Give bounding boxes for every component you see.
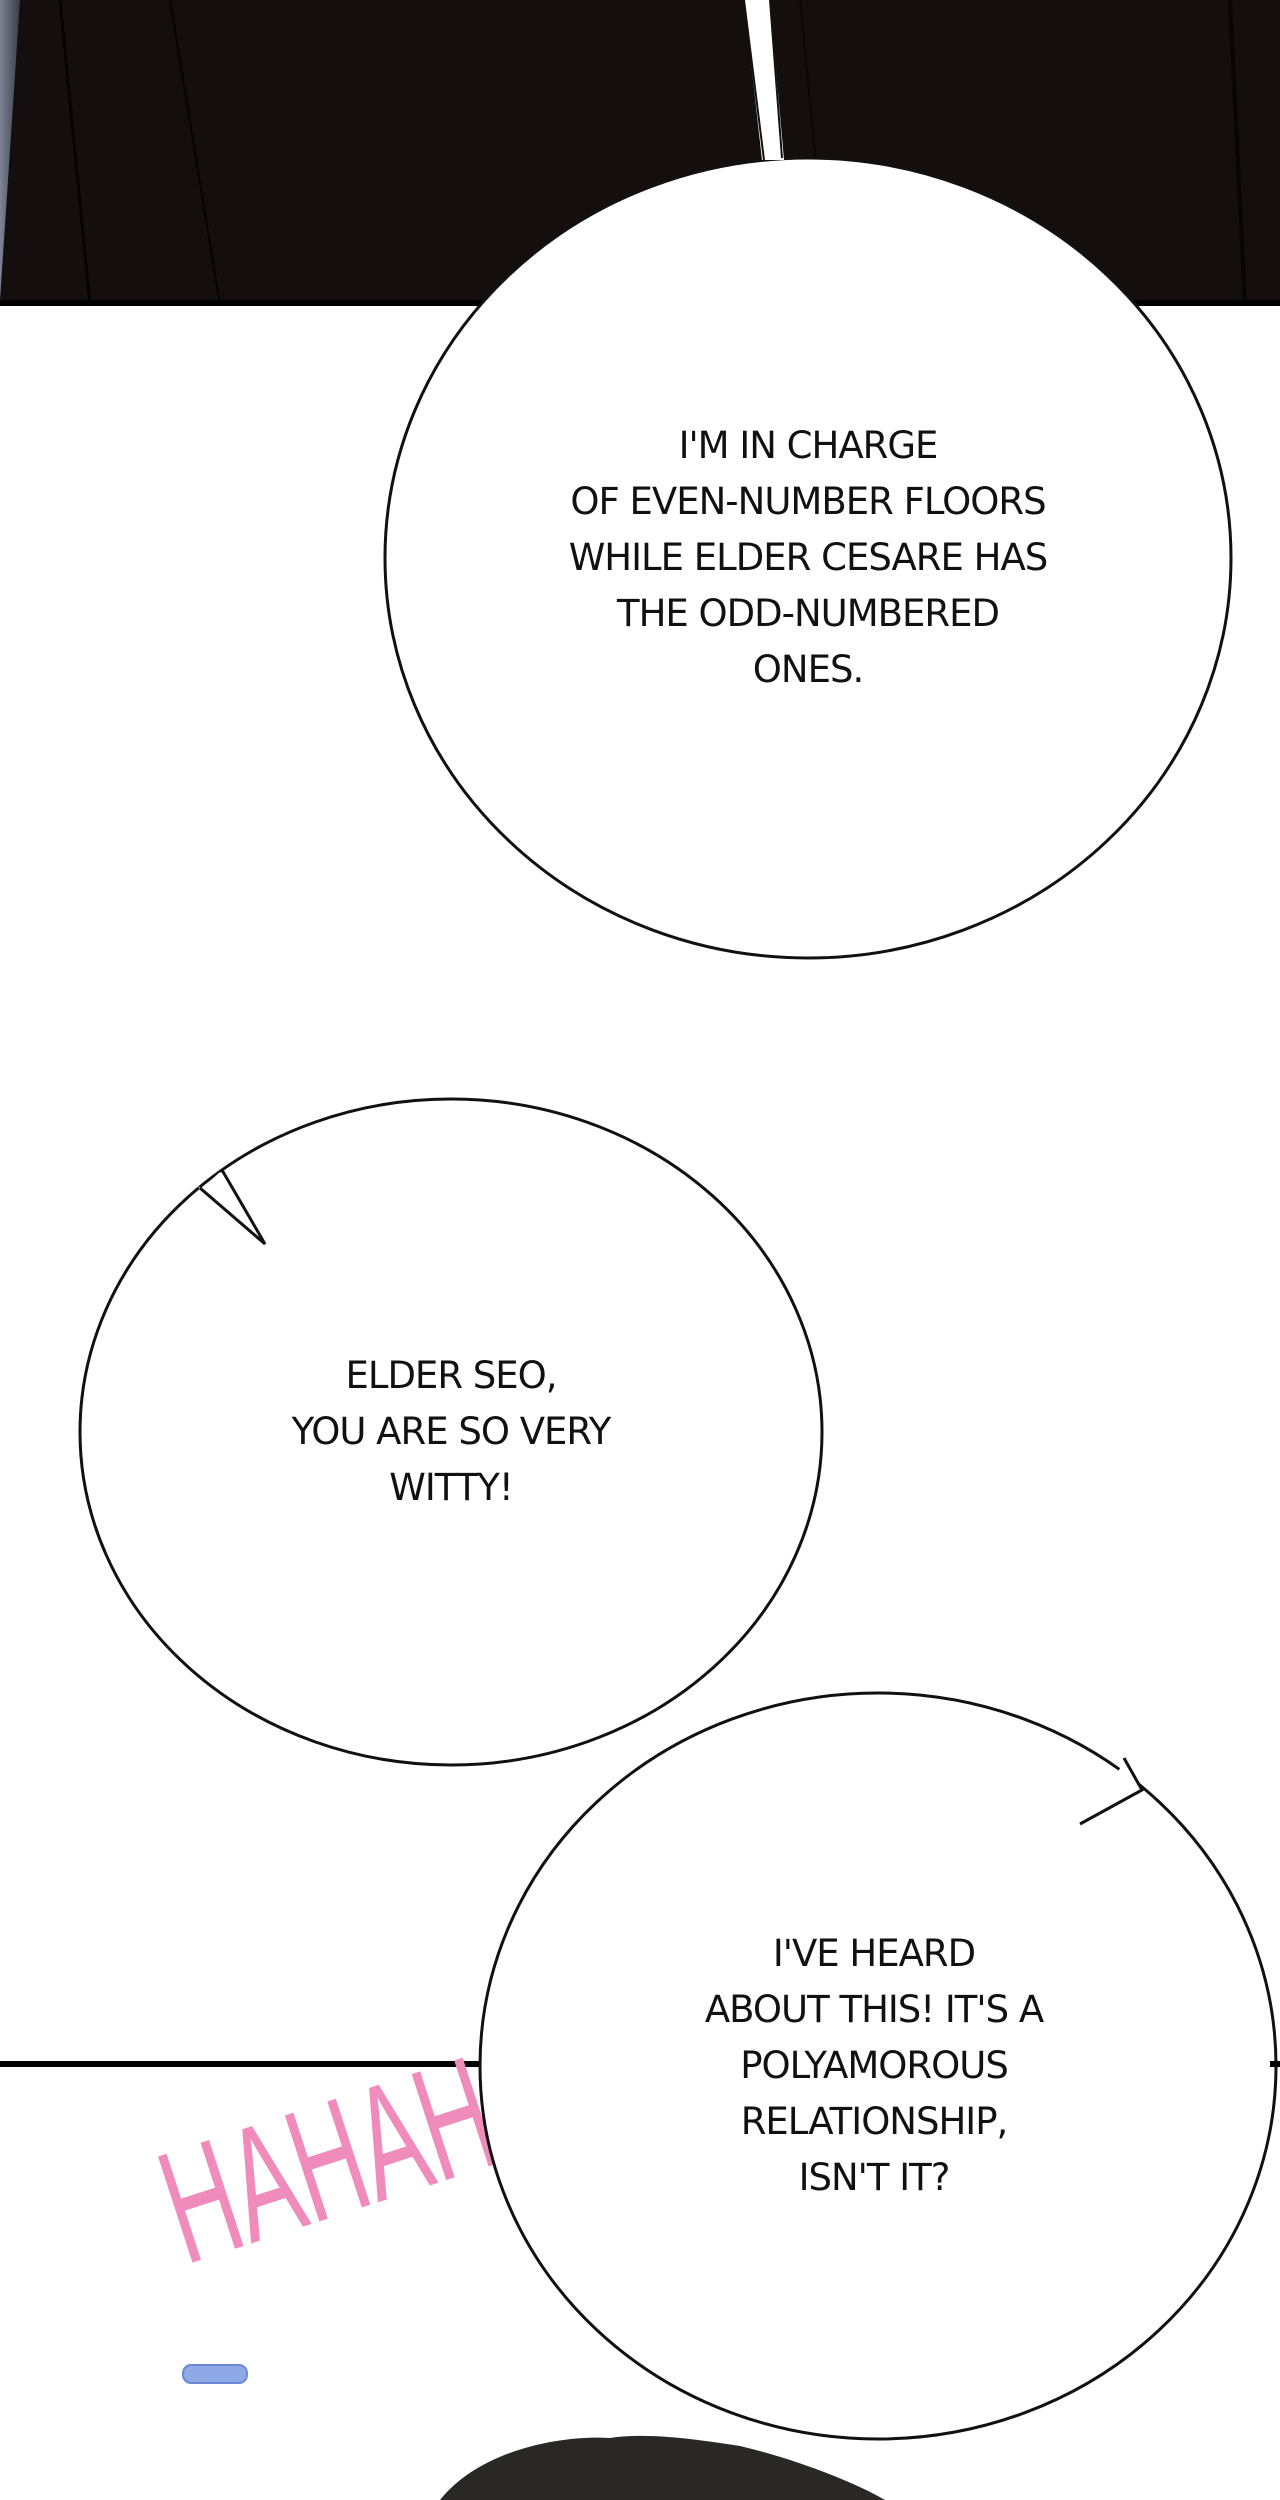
bubble-1-line: THE ODD-NUMBERED <box>616 592 999 635</box>
speech-bubble-3: I'VE HEARD ABOUT THIS! IT'S A POLYAMOROU… <box>478 1691 1280 2441</box>
bubble-1-line: I'M IN CHARGE <box>679 424 938 467</box>
bubble-3-line: ISN'T IT? <box>799 2156 950 2199</box>
bubble-1-line: WHILE ELDER CESARE HAS <box>569 536 1048 579</box>
bubble-3-line: ABOUT THIS! IT'S A <box>705 1988 1044 2031</box>
speech-bubble-2: ELDER SEO, YOU ARE SO VERY WITTY! <box>78 1097 824 1767</box>
speech-bubble-1: I'M IN CHARGE OF EVEN-NUMBER FLOORS WHIL… <box>383 0 1233 960</box>
bubble-3-line: RELATIONSHIP, <box>741 2100 1008 2143</box>
blue-ring-artwork <box>182 2364 248 2384</box>
bubble-2-line: YOU ARE SO VERY <box>291 1410 612 1453</box>
bubble-3-line: I'VE HEARD <box>773 1932 975 1975</box>
bubble-3-line: POLYAMOROUS <box>740 2044 1008 2087</box>
bubble-2-line: WITTY! <box>389 1466 512 1509</box>
bubble-2-line: ELDER SEO, <box>345 1354 556 1397</box>
bubble-1-line: OF EVEN-NUMBER FLOORS <box>570 480 1045 523</box>
bubble-1-line: ONES. <box>753 648 863 691</box>
character-hair-artwork <box>440 2435 885 2500</box>
